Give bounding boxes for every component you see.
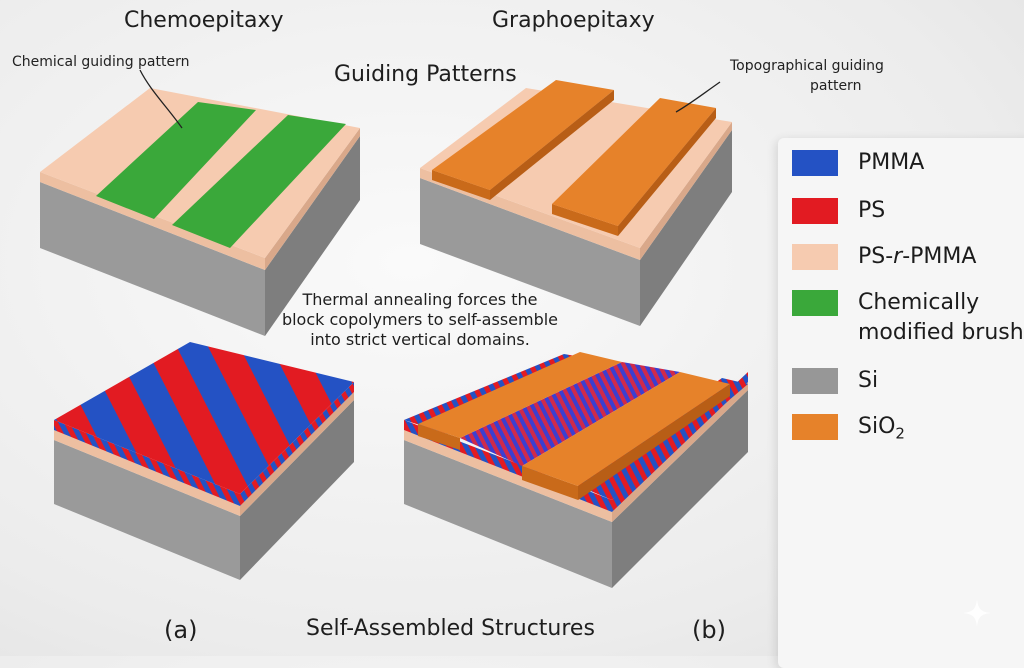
legend-label-sio2-base: SiO — [858, 414, 896, 439]
legend-label-prpmma: PS-r-PMMA — [858, 242, 1024, 272]
legend-label-prpmma-suffix: -PMMA — [902, 244, 977, 269]
legend-label-ps: PS — [858, 198, 886, 223]
si-substrate-right — [265, 136, 360, 336]
bcp-layer-front — [54, 420, 240, 506]
brush-stripe-1 — [96, 102, 256, 219]
si-substrate-front — [420, 178, 640, 326]
guiding-patterns-title: Guiding Patterns — [334, 62, 517, 87]
graphoepitaxy-title: Graphoepitaxy — [492, 8, 655, 33]
sio2-ridge-2-front — [552, 204, 618, 236]
legend-label-prpmma-prefix: PS- — [858, 244, 894, 269]
legend-swatch-prpmma — [792, 244, 838, 270]
self-assembled-block-a — [54, 342, 354, 580]
graphoepitaxy-block — [420, 80, 732, 326]
legend-label-pmma: PMMA — [858, 150, 925, 175]
sio2-ridge-1-top — [432, 80, 614, 190]
brush-stripe-2 — [172, 115, 346, 248]
sio2-ridge-1-top — [418, 352, 622, 438]
chemical-guiding-callout: Chemical guiding pattern — [12, 54, 190, 70]
legend-item-prpmma: PS-r-PMMA — [792, 242, 1024, 272]
prpmma-layer-right — [240, 392, 354, 516]
annealing-note-line: block copolymers to self-assemble — [281, 310, 559, 329]
self-assembled-title: Self-Assembled Structures — [306, 616, 595, 641]
sio2-ridge-2-right — [618, 108, 716, 236]
annealing-note-line: Thermal annealing forces the — [302, 290, 538, 309]
sio2-ridge-1-front — [418, 424, 460, 450]
legend-label-sio2: SiO2 — [858, 412, 1024, 448]
callout-line-topographical — [675, 81, 721, 113]
topographical-callout-line2: pattern — [810, 78, 862, 94]
prpmma-layer-right — [612, 382, 748, 522]
sio2-ridge-1-right — [490, 90, 614, 200]
legend-item-sio2: SiO2 — [792, 412, 1024, 448]
sio2-ridge-1-front — [432, 170, 490, 200]
legend-item-ps: PS — [792, 196, 1024, 226]
chemoepitaxy-block — [40, 69, 360, 336]
legend-swatch-ps — [792, 198, 838, 224]
sio2-ridge-2-right — [578, 384, 730, 500]
legend-label-brush: Chemically modified brush — [858, 290, 1024, 345]
bcp-lamellae-top — [54, 342, 354, 494]
callout-line-chemical — [139, 69, 183, 129]
self-assembled-block-b — [404, 352, 748, 588]
legend-item-brush: Chemically modified brush — [792, 288, 1024, 348]
legend-label-si: Si — [858, 368, 879, 393]
si-substrate-front — [54, 440, 240, 580]
legend-swatch-si — [792, 368, 838, 394]
legend-label-sio2-sub: 2 — [895, 424, 905, 443]
annealing-note: Thermal annealing forces the block copol… — [270, 290, 570, 350]
si-substrate-right — [640, 130, 732, 326]
bcp-trench-fine-lamellae — [460, 362, 680, 466]
prpmma-layer-front — [40, 172, 265, 270]
si-substrate-right — [612, 390, 748, 588]
si-substrate-right — [240, 400, 354, 580]
chemoepitaxy-title: Chemoepitaxy — [124, 8, 284, 33]
bcp-layer-right — [240, 382, 354, 506]
legend-item-pmma: PMMA — [792, 148, 1024, 178]
prpmma-layer-front — [404, 430, 612, 522]
topographical-callout-line1: Topographical guiding — [730, 58, 884, 74]
sio2-ridge-2-front — [522, 466, 578, 500]
legend-swatch-brush — [792, 290, 838, 316]
prpmma-layer-right — [640, 122, 732, 260]
sparkle-icon — [963, 599, 991, 627]
legend-item-si: Si — [792, 366, 1024, 396]
sio2-ridge-2-top — [552, 98, 716, 226]
legend-swatch-pmma — [792, 150, 838, 176]
prpmma-layer-right — [265, 128, 360, 270]
legend-panel: PMMA PS PS-r-PMMA Chemically modified br… — [778, 138, 1024, 668]
annealing-note-line: into strict vertical domains. — [310, 330, 530, 349]
panel-label-a: (a) — [164, 616, 198, 644]
si-substrate-front — [404, 440, 612, 588]
legend-label-prpmma-italic: r — [893, 244, 903, 269]
si-substrate-front — [40, 182, 265, 336]
sio2-ridge-2-top — [522, 372, 730, 486]
panel-label-b: (b) — [692, 616, 726, 644]
prpmma-layer-front — [54, 430, 240, 516]
legend-swatch-sio2 — [792, 414, 838, 440]
